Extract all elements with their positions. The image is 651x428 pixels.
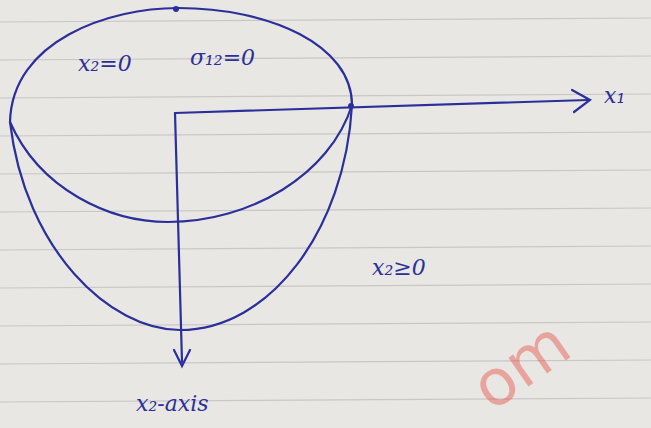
front-rim <box>10 105 352 222</box>
pole-dot <box>173 6 179 12</box>
boundary-condition: x₂=0 <box>78 52 132 76</box>
axis-label: x₁ <box>604 84 625 108</box>
watermark: om <box>459 307 583 423</box>
x2-arrowhead <box>174 350 190 366</box>
x1-arrowhead <box>572 90 590 112</box>
x1-axis <box>175 100 588 113</box>
stress-condition: σ₁₂=0 <box>190 46 255 70</box>
region-label: x₂≥0 <box>372 256 426 280</box>
top-rim <box>10 8 352 122</box>
axis-label: x₂-axis <box>136 392 209 416</box>
x2-axis <box>175 113 182 362</box>
rim-dot <box>348 103 354 109</box>
